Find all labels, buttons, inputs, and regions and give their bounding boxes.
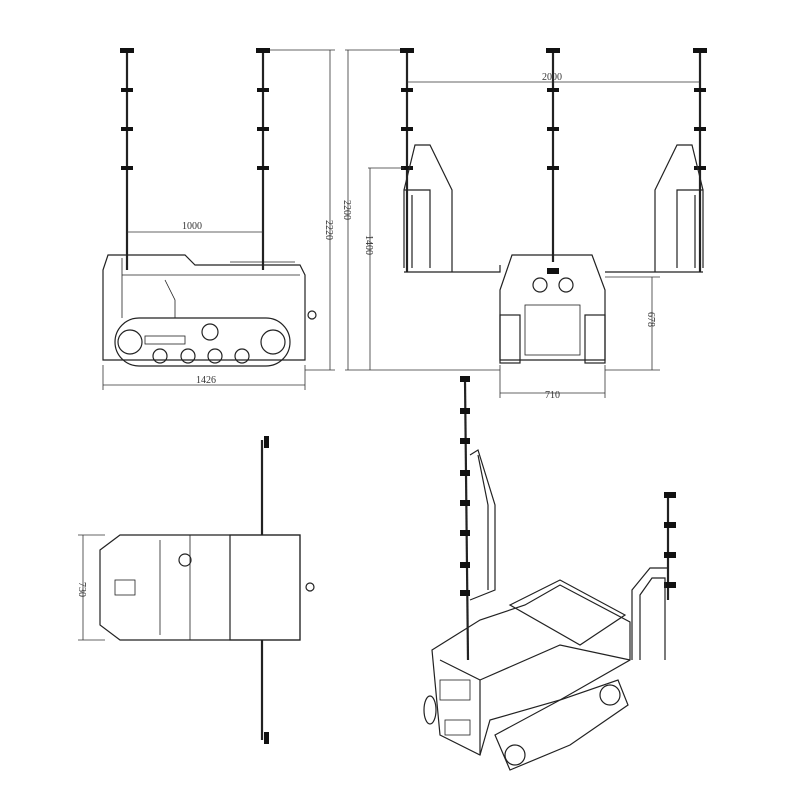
spray-frame-left <box>403 144 501 273</box>
vehicle-iso-body <box>431 584 631 756</box>
track <box>494 679 629 771</box>
dim-top-width: 730 <box>76 582 87 597</box>
dim-front-total-height: 2200 <box>341 200 352 220</box>
dim-front-boom-span: 2000 <box>542 72 562 83</box>
dim-front-boom-height: 678 <box>645 312 656 327</box>
dim-side-length: 1426 <box>196 375 216 386</box>
dim-side-total-height: 2220 <box>323 220 334 240</box>
nozzle-icons <box>400 48 707 170</box>
track <box>114 317 291 367</box>
dim-front-arm-height: 1400 <box>363 235 374 255</box>
isometric-view <box>423 376 676 771</box>
nozzle-icons <box>460 376 676 596</box>
spray-frame-right <box>605 144 704 273</box>
vehicle-top-body <box>99 534 301 641</box>
nozzle-icons <box>120 48 270 170</box>
spray-frame-left <box>469 449 496 601</box>
dim-side-boom-spacing: 1000 <box>182 221 202 232</box>
front-view: 2000 2200 1400 678 710 <box>341 48 707 401</box>
side-view: 1000 2220 1426 <box>102 48 335 390</box>
top-view: 730 <box>76 436 315 744</box>
spray-frame-right <box>631 567 668 660</box>
vehicle-body <box>102 254 306 361</box>
dim-front-track-width: 710 <box>545 390 560 401</box>
